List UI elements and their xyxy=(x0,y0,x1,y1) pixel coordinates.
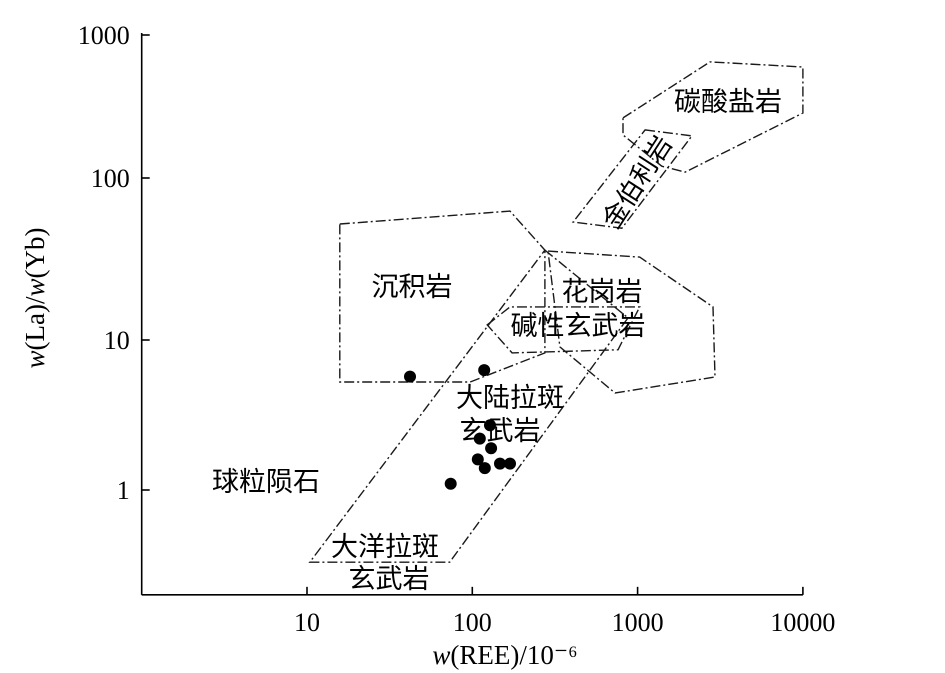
field-label-oceanic-tholeiite-line1: 大洋拉斑 xyxy=(331,532,439,563)
field-boundary xyxy=(571,129,694,229)
x-axis-title: w(REE)/10⁻⁶ xyxy=(432,640,577,670)
field-labels: 碳酸盐岩 金伯利岩 沉积岩 花岗岩 碱性玄武岩 大陆拉斑 玄武岩 大洋拉斑 玄武… xyxy=(212,87,782,595)
y-axis-title: w(La)/w(Yb) xyxy=(20,228,50,369)
field-label-oceanic-tholeiite-line2: 玄武岩 xyxy=(349,564,430,595)
field-boundary xyxy=(486,306,641,354)
field-label-kimberlite: 金伯利岩 xyxy=(597,131,679,235)
x-tick-label: 1000 xyxy=(612,608,664,637)
field-label-chondrite: 球粒陨石 xyxy=(212,467,320,498)
field-label-continental-tholeiite-line1: 大陆拉斑 xyxy=(456,383,564,414)
data-point xyxy=(478,364,491,377)
data-point xyxy=(484,419,496,432)
field-boundary xyxy=(547,250,716,394)
x-tick-label: 10000 xyxy=(770,608,835,637)
data-point xyxy=(473,432,486,445)
data-point xyxy=(404,370,416,383)
y-tick-label: 10 xyxy=(104,326,130,355)
field-boundary xyxy=(339,210,546,383)
data-points xyxy=(404,364,516,490)
data-point xyxy=(504,457,516,470)
field-label-granite: 花岗岩 xyxy=(562,277,643,308)
y-tick-label: 1 xyxy=(117,476,130,505)
field-label-continental-tholeiite-line2: 玄武岩 xyxy=(460,416,541,447)
y-tick-label: 1000 xyxy=(78,21,130,50)
field-boundary xyxy=(622,61,804,173)
data-point xyxy=(478,462,491,475)
field-label-sedimentary: 沉积岩 xyxy=(372,272,453,303)
data-point xyxy=(471,453,484,466)
x-tick-label: 100 xyxy=(453,608,492,637)
data-point xyxy=(494,457,506,470)
x-tick-label: 10 xyxy=(294,608,320,637)
field-boundaries xyxy=(308,61,804,563)
data-point xyxy=(485,442,498,455)
y-tick-label: 100 xyxy=(91,164,130,193)
field-label-alkali-basalt: 碱性玄武岩 xyxy=(511,311,646,342)
data-point xyxy=(444,477,457,490)
axes: 1 10 100 1000 10 100 1000 10000 xyxy=(78,21,836,637)
field-boundary xyxy=(308,249,629,563)
field-label-carbonatite: 碳酸盐岩 xyxy=(674,87,782,118)
